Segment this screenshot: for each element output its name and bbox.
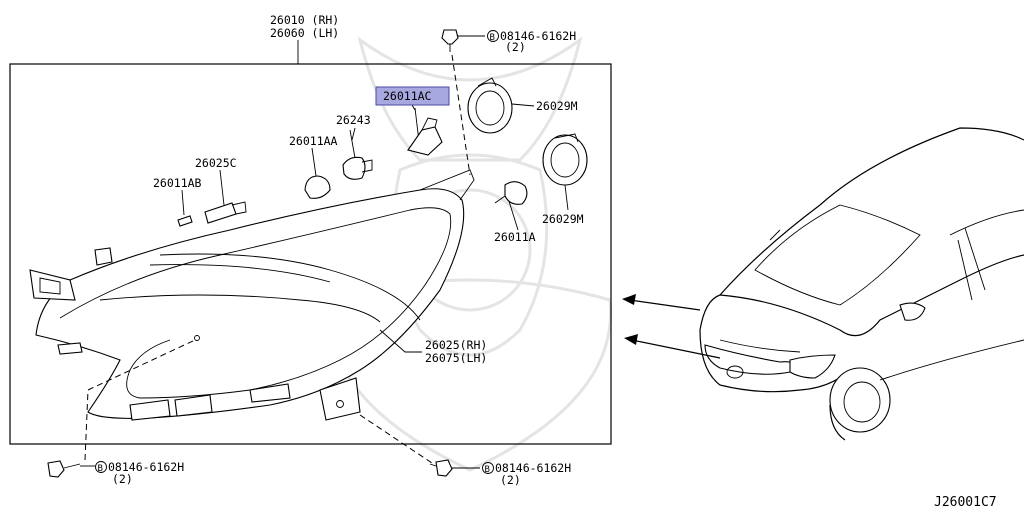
bolt-qty-bottom: (2)	[500, 473, 521, 487]
label-26025c: 26025C	[195, 156, 237, 170]
bolt-code-bottom: 08146-6162H	[495, 461, 571, 475]
bulb-26011ac-icon	[407, 107, 443, 156]
highlight-box	[375, 86, 450, 106]
bolt-qty-left: (2)	[112, 472, 133, 486]
bulb-26011ab-icon	[177, 189, 193, 227]
arrow-upper-icon	[622, 294, 701, 311]
label-26011a: 26011A	[494, 230, 536, 244]
bolt-code-left: 08146-6162H	[108, 460, 184, 474]
cap-26029m-top-icon	[467, 77, 535, 134]
bulb-26243-icon	[342, 129, 373, 180]
label-main-lh: 26060 (LH)	[270, 26, 339, 40]
bolt-top-icon	[441, 29, 485, 176]
diagram-code: J26001C7	[934, 495, 997, 510]
label-26029m-top: 26029M	[536, 99, 578, 113]
bulb-26011aa-icon	[304, 147, 331, 199]
headlamp-housing-icon	[29, 169, 475, 421]
bolt-symbol-top: B	[490, 33, 495, 43]
bolt-qty-top: (2)	[505, 40, 526, 54]
label-lens-lh: 26075(LH)	[425, 351, 487, 365]
bolt-symbol-left: B	[98, 464, 103, 474]
label-26011ab: 26011AB	[153, 176, 202, 190]
callout-bolt-left: B 08146-6162H (2)	[95, 460, 184, 486]
bulb-26011a-icon	[494, 181, 528, 231]
label-lens-rh: 26025(RH)	[425, 338, 487, 352]
label-26011aa: 26011AA	[289, 134, 338, 148]
bolt-bottom-icon	[359, 414, 480, 477]
bolt-code-top: 08146-6162H	[500, 29, 576, 43]
cap-26029m-bottom-icon	[542, 133, 588, 211]
socket-26025c-icon	[204, 169, 247, 224]
label-26011ac: 26011AC	[383, 89, 432, 103]
label-26029m-bottom: 26029M	[542, 212, 584, 226]
callout-bolt-top: B 08146-6162H (2)	[487, 29, 576, 54]
label-main-rh: 26010 (RH)	[270, 13, 339, 27]
callout-bolt-bottom: B 08146-6162H (2)	[482, 461, 571, 487]
bolt-left-icon	[47, 335, 200, 478]
assembly-frame	[9, 63, 612, 445]
arrow-lower-icon	[624, 334, 721, 359]
label-26243: 26243	[336, 113, 371, 127]
vehicle-outline-icon	[699, 127, 1024, 441]
bolt-symbol-bottom: B	[485, 465, 490, 475]
